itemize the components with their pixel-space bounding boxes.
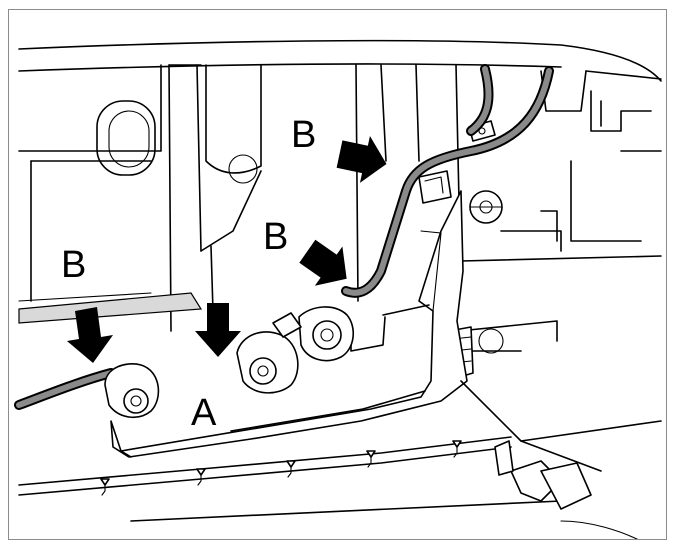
cable-clip [418, 170, 452, 204]
callout-a: A [191, 392, 217, 434]
bolt-middle [236, 331, 299, 394]
callout-b-top: B [291, 114, 316, 156]
wiring-diagram: B B B A [14, 39, 662, 539]
arrow-icon [67, 307, 113, 363]
cable-left [14, 292, 203, 410]
lower-trim [18, 380, 662, 539]
bolt-right [272, 306, 354, 362]
illustration-frame: B B B A [8, 9, 667, 540]
arrow-icon [336, 135, 387, 183]
arrow-icon [299, 239, 347, 286]
callout-b-left: B [61, 244, 86, 286]
callout-b-middle: B [263, 216, 288, 258]
arrow-icon [195, 303, 241, 357]
panel-structure [18, 39, 662, 380]
cable-upper [341, 64, 554, 298]
bolt-left [104, 363, 160, 418]
